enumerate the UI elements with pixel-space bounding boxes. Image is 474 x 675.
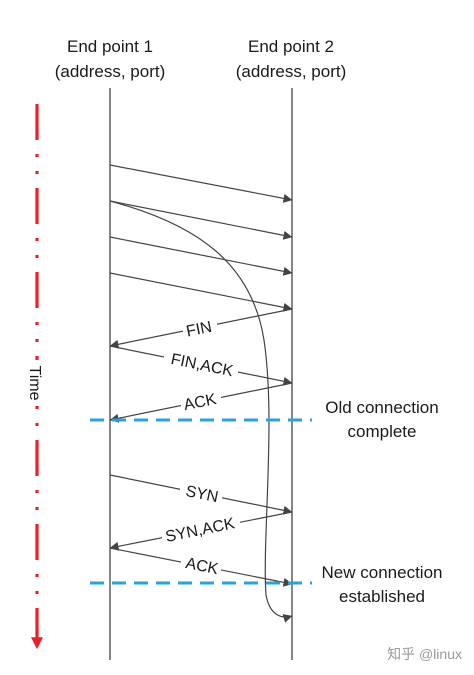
new-connection-note: New connection established [302, 561, 462, 609]
delayed-segment-curve [109, 200, 293, 623]
endpoint-2-subtitle: (address, port) [235, 62, 347, 81]
syn-label-background [180, 484, 222, 504]
new-connection-note-line2: established [338, 587, 425, 606]
data-segment-arrow [109, 272, 293, 312]
fin-label-background [183, 320, 217, 339]
watermark: 知乎 @linux [387, 646, 462, 662]
ack-label: ACK [182, 391, 218, 414]
old-connection-note: Old connection complete [302, 396, 462, 444]
endpoint-1-header: End point 1 (address, port) [10, 34, 210, 84]
syn-label: SYN [184, 483, 220, 506]
endpoint-1-title: End point 1 [66, 37, 153, 56]
syn-ack-label: SYN,ACK [164, 515, 237, 546]
new-connection-note-line1: New connection [321, 563, 443, 582]
endpoint-2-title: End point 2 [247, 37, 334, 56]
syn-ack-label-background [162, 520, 240, 540]
ack-label-background [181, 393, 221, 412]
ack-2-label: ACK [184, 555, 220, 578]
fin-ack-label-background [164, 354, 238, 374]
endpoint-1-subtitle: (address, port) [54, 62, 166, 81]
old-connection-note-line2: complete [347, 422, 417, 441]
endpoint-2-header: End point 2 (address, port) [191, 34, 391, 84]
old-connection-note-line1: Old connection [325, 398, 439, 417]
data-segment-arrow [109, 164, 293, 203]
ack-2-label-background [181, 557, 221, 576]
data-segment-arrow [109, 236, 293, 276]
time-label-background [28, 360, 46, 406]
time-label: Time [26, 366, 43, 401]
data-segment-arrow [109, 200, 293, 240]
fin-label: FIN [185, 319, 214, 341]
